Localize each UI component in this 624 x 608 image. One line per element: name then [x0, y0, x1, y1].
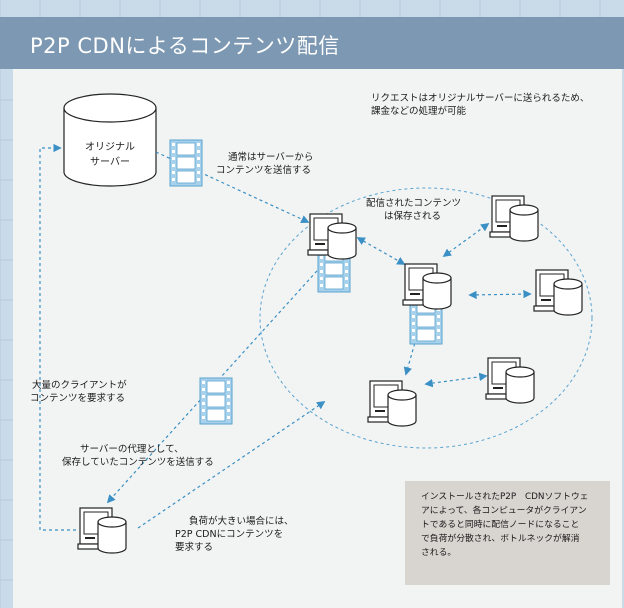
computer-icon-bottom-left [367, 380, 417, 427]
origin-server-cylinder [63, 93, 157, 187]
origin-server-label: オリジナル サーバー [68, 140, 152, 170]
computer-icon-top-right [489, 195, 539, 242]
computer-icon-right [533, 269, 583, 316]
high-load-label: 負荷が大きい場合には、 P2P CDNにコンテンツを 要求する [175, 515, 294, 554]
arrow-bottom-left-to-bottom-right [424, 372, 488, 388]
proxy-send-label: サーバーの代理として、 保存していたコンテンツを送信する [62, 443, 214, 469]
distributed-stored-line2: は保存される [384, 211, 442, 222]
top-note-line1: リクエストはオリジナルサーバーに送られるため、 [371, 93, 590, 104]
client-requests-line1: 大量のクライアントが [32, 380, 127, 391]
normally-from-server-line1: 通常はサーバーから [228, 152, 314, 163]
note-line-5: される。 [421, 548, 457, 558]
arrow-server-to-node [155, 151, 310, 224]
arrow-hub-to-top-right [442, 223, 490, 257]
page-title: P2P CDNによるコンテンツ配信 [30, 34, 340, 58]
arrow-node-to-hub [356, 237, 406, 265]
origin-server-line1: オリジナル [85, 142, 135, 153]
note-line-4: で負荷が分散され、ボトルネックが解消 [421, 534, 580, 544]
computer-icon-bottom-right [485, 357, 535, 404]
top-note-line2: 課金などの処理が可能 [371, 106, 467, 117]
computer-icon-node [307, 213, 357, 260]
note-line-3: トであると同時に配信ノードになること [421, 520, 580, 530]
client-requests-label: 大量のクライアントが コンテンツを要求する [30, 379, 127, 405]
title-bar [0, 17, 624, 69]
computer-icon-client [77, 507, 127, 554]
film-icon-top [169, 139, 203, 187]
arrow-hub-to-right [468, 289, 532, 300]
arrow-client-to-p2p [137, 401, 326, 529]
client-requests-line2: コンテンツを要求する [30, 393, 126, 404]
high-load-line2: P2P CDNにコンテンツを [175, 529, 284, 540]
note-line-2: アによって、各コンピュータがクライアン [421, 506, 587, 516]
distributed-stored-label: 配信されたコンテンツ は保存される [366, 197, 461, 223]
computer-icon-hub [402, 263, 452, 310]
normally-from-server-label: 通常はサーバーから コンテンツを送信する [216, 151, 313, 177]
origin-server-line2: サーバー [90, 157, 130, 168]
p2p-network-circle [259, 187, 593, 449]
high-load-line1: 負荷が大きい場合には、 [189, 516, 294, 527]
film-icon-middle [199, 377, 233, 425]
distributed-stored-line1: 配信されたコンテンツ [366, 198, 462, 209]
arrow-client-to-server [39, 143, 76, 531]
normally-from-server-line2: コンテンツを送信する [216, 165, 312, 176]
top-note-label: リクエストはオリジナルサーバーに送られるため、 課金などの処理が可能 [371, 92, 589, 118]
explanation-note-box: インストールされたP2P CDNソフトウェ アによって、各コンピュータがクライア… [405, 481, 610, 585]
note-line-1: インストールされたP2P CDNソフトウェ [421, 492, 589, 502]
high-load-line3: 要求する [175, 542, 214, 553]
proxy-send-line1: サーバーの代理として、 [80, 444, 184, 455]
proxy-send-line2: 保存していたコンテンツを送信する [62, 457, 214, 468]
